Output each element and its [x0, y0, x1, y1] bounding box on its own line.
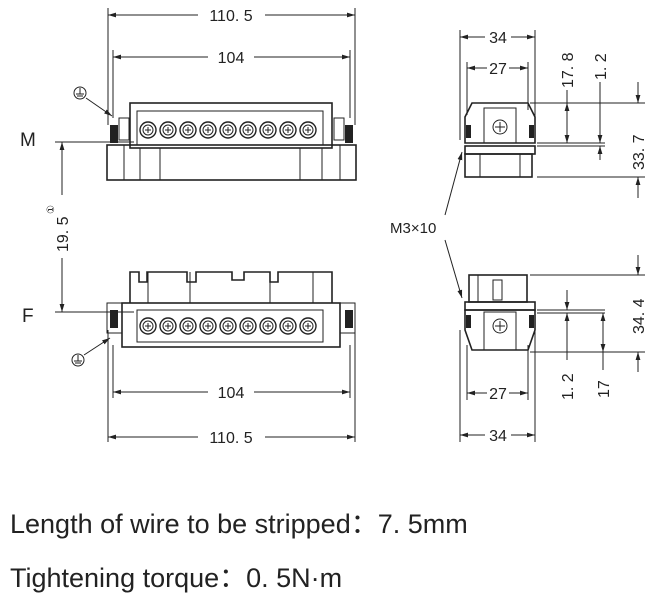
ground-symbol-bottom	[71, 337, 111, 367]
dim-side-f-total-height: 34. 4	[631, 298, 648, 334]
note-tightening-torque: Tightening torque：0. 5N·m	[10, 563, 343, 593]
dim-vertical-offset-note: ①	[46, 205, 57, 214]
male-connector-front-view	[106, 8, 357, 181]
terminal-screw-icon	[219, 317, 237, 335]
note-strip-length: Length of wire to be stripped：7. 5mm	[10, 509, 468, 539]
male-connector-side-view	[464, 102, 536, 178]
dim-bottom-inner-width: 104	[218, 385, 245, 402]
dim-bottom-overall-width: 110. 5	[209, 430, 252, 447]
terminal-screw-icon	[199, 317, 217, 335]
terminal-screw-icon	[259, 317, 277, 335]
dim-side-m-inner-width: 27	[489, 61, 507, 78]
terminal-screw-icon	[299, 121, 317, 139]
terminal-screw-icon	[299, 317, 317, 335]
terminal-screw-icon	[179, 121, 197, 139]
ground-symbol-top	[73, 86, 113, 117]
terminal-screw-icon	[279, 121, 297, 139]
dim-side-f-height-a: 17	[596, 380, 613, 398]
female-connector-side-view	[464, 274, 536, 351]
terminal-screw-icon	[219, 121, 237, 139]
dim-side-m-total-height: 33. 7	[631, 134, 648, 170]
dim-top-overall-width: 110. 5	[209, 8, 252, 25]
terminal-screw-icon	[139, 121, 157, 139]
terminal-screw-icon	[159, 121, 177, 139]
terminal-screw-icon	[179, 317, 197, 335]
terminal-screw-icon	[139, 317, 157, 335]
label-screw: M3×10	[390, 220, 436, 237]
label-female: F	[22, 306, 34, 327]
dim-side-f-gap: 1. 2	[560, 373, 577, 400]
terminal-screw-icon	[239, 121, 257, 139]
dim-side-m-gap: 1. 2	[593, 53, 610, 80]
female-connector-front-view	[106, 271, 356, 348]
terminal-screw-icon	[199, 121, 217, 139]
label-male: M	[20, 130, 36, 151]
terminal-screw-icon	[279, 317, 297, 335]
dim-vertical-offset: 19. 5	[55, 216, 72, 252]
dim-side-f-inner-width: 27	[489, 386, 507, 403]
dim-side-m-outer-width: 34	[489, 30, 507, 47]
dim-top-inner-width: 104	[218, 50, 245, 67]
dim-side-f-outer-width: 34	[489, 428, 507, 445]
terminal-screw-icon	[159, 317, 177, 335]
dim-side-m-height-a: 17. 8	[560, 52, 577, 88]
terminal-screw-icon	[259, 121, 277, 139]
terminal-screw-icon	[239, 317, 257, 335]
